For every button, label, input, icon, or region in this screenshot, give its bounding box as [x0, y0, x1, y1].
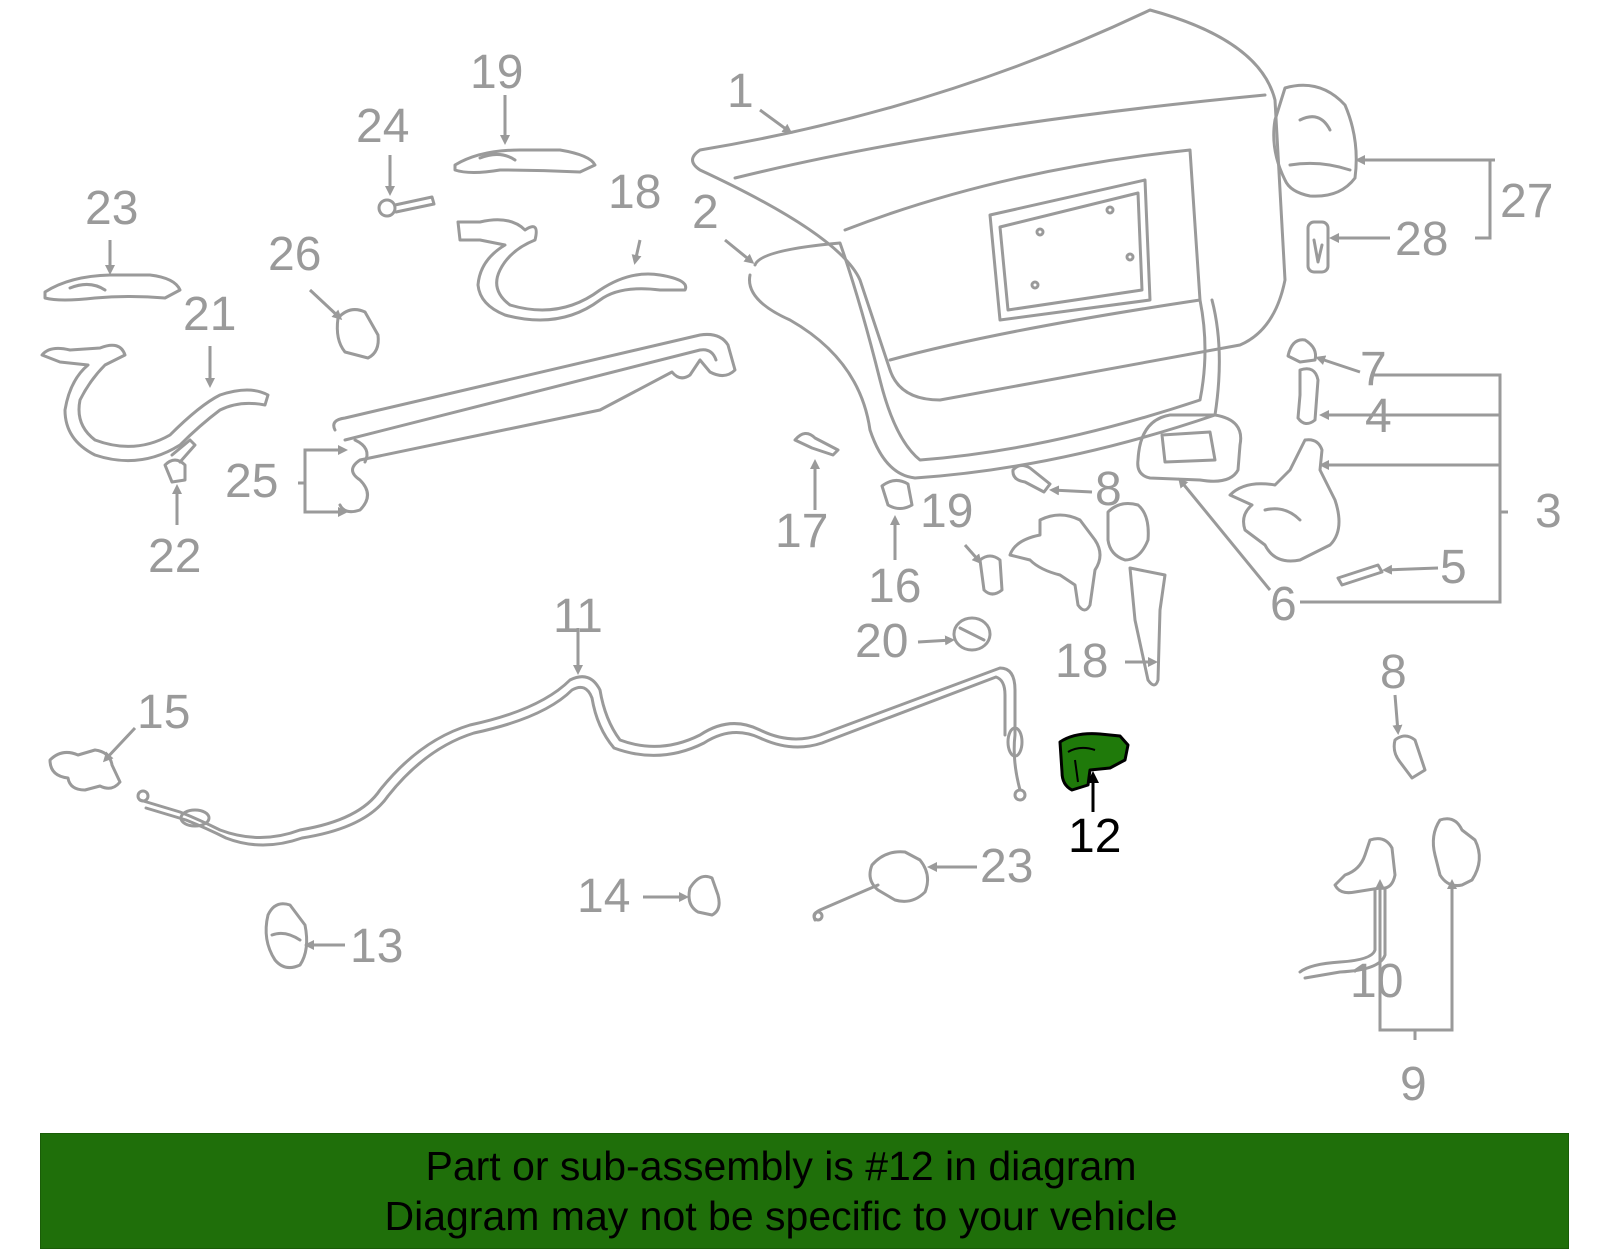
part-6-switch: [1136, 413, 1243, 483]
label-23-lower: 23: [980, 840, 1033, 893]
part-8-bolt-lower: [1392, 734, 1427, 780]
label-11: 11: [553, 590, 603, 643]
label-23-top: 23: [85, 182, 138, 235]
part-lock-cylinder: [1008, 502, 1167, 687]
part-16-bumper: [880, 479, 914, 510]
part-14-clip: [687, 874, 721, 917]
part-21-hinge-arm-left: [40, 343, 270, 463]
part-27-cover: [1272, 83, 1358, 198]
label-8-top: 8: [1095, 463, 1122, 516]
part-23-hinge-top-left: [43, 273, 182, 302]
part-5-pin: [1336, 563, 1384, 587]
label-5: 5: [1440, 541, 1467, 594]
part-7-clip: [1286, 338, 1317, 364]
label-2: 2: [692, 186, 719, 239]
label-7: 7: [1360, 343, 1387, 396]
part-8-bolt-top: [1011, 463, 1052, 494]
label-22: 22: [148, 530, 201, 583]
part-1-trunk-lid: [691, 8, 1287, 402]
label-24: 24: [356, 100, 409, 153]
part-28-clip: [1306, 220, 1330, 274]
part-labels: 1 2 19 24 18 23 26 21 25 22 17 16 19 20 …: [85, 46, 1562, 1111]
label-13: 13: [350, 920, 403, 973]
part-24-bolt: [377, 195, 436, 218]
info-banner: Part or sub-assembly is #12 in diagram D…: [40, 1133, 1569, 1249]
label-28: 28: [1395, 213, 1448, 266]
label-27: 27: [1500, 175, 1553, 228]
part-11-release-cable: [136, 666, 1027, 847]
label-1: 1: [727, 65, 754, 118]
label-21: 21: [183, 288, 236, 341]
part-22-bolt: [163, 438, 197, 484]
label-19-top: 19: [470, 46, 523, 99]
label-4: 4: [1365, 390, 1392, 443]
part-19-hinge-top: [453, 148, 597, 174]
banner-line-1: Part or sub-assembly is #12 in diagram: [425, 1143, 1137, 1189]
part-3-latch: [1228, 438, 1341, 563]
part-20-grommet: [952, 616, 992, 652]
label-3: 3: [1535, 485, 1562, 538]
part-13-clip: [264, 902, 309, 970]
part-15-handle: [48, 748, 122, 792]
leader-lines: [102, 95, 1508, 1040]
label-9: 9: [1400, 1058, 1427, 1111]
label-19-center: 19: [920, 485, 973, 538]
banner-line-2: Diagram may not be specific to your vehi…: [384, 1193, 1178, 1239]
part-12-highlighted: [1058, 732, 1130, 792]
part-10-striker: [1298, 837, 1397, 980]
label-14: 14: [577, 870, 630, 923]
part-2-weatherstrip: [748, 241, 1221, 480]
label-20: 20: [855, 615, 908, 668]
part-9-striker-plate: [1431, 817, 1481, 887]
label-12-highlighted: 12: [1068, 810, 1121, 863]
part-18-hinge-arm: [456, 218, 688, 322]
label-15: 15: [137, 686, 190, 739]
label-17: 17: [775, 505, 828, 558]
label-26: 26: [268, 228, 321, 281]
part-19-clip-center: [978, 554, 1004, 596]
label-6: 6: [1270, 578, 1297, 631]
label-18-center: 18: [1055, 635, 1108, 688]
label-16: 16: [868, 560, 921, 613]
part-26-bumper: [335, 308, 380, 360]
part-17-screw: [793, 432, 840, 457]
part-23-actuator: [812, 850, 930, 922]
label-10: 10: [1350, 955, 1403, 1008]
label-18-top: 18: [608, 166, 661, 219]
label-8-lower: 8: [1380, 646, 1407, 699]
part-25-torsion-bars: [332, 333, 737, 514]
part-4-clip: [1296, 367, 1320, 425]
label-25: 25: [225, 455, 278, 508]
